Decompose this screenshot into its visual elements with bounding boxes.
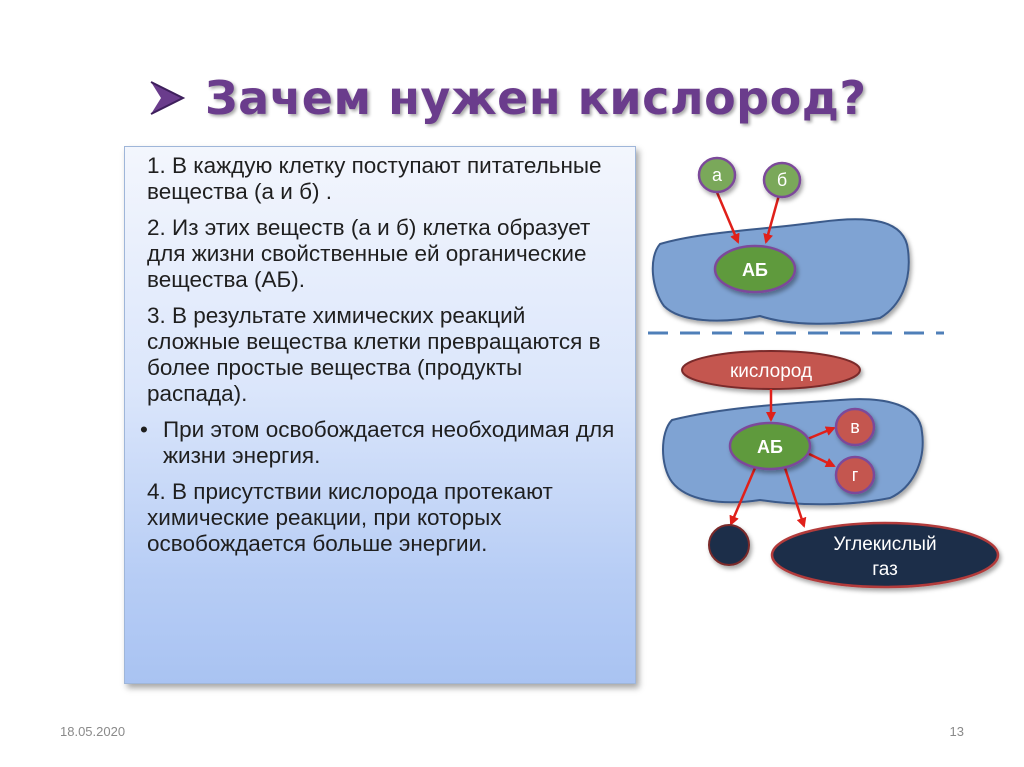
bullet-dot: • <box>140 417 148 442</box>
bullet-text: При этом освобождается необходимая для ж… <box>163 417 615 468</box>
node-g <box>834 455 876 495</box>
bullet-paragraph: • При этом освобождается необходимая для… <box>135 417 623 469</box>
explanation-text-box: 1. В каждую клетку поступают питательные… <box>124 146 636 684</box>
paragraph-1: 1. В каждую клетку поступают питательные… <box>147 153 602 204</box>
node-v-label: в <box>850 417 860 437</box>
node-b <box>762 161 802 199</box>
arrow-ab-to-v <box>804 426 836 442</box>
paragraph-4: 4. В присутствии кислорода протекают хим… <box>147 479 553 556</box>
node-ab-top <box>713 244 797 294</box>
slide-title-text: Зачем нужен кислород? <box>205 71 867 125</box>
oxygen-label: кислород <box>730 361 812 382</box>
node-a-label: а <box>712 165 723 185</box>
arrow-a-to-ab <box>714 189 740 244</box>
arrow-bullet-icon <box>150 81 186 115</box>
footer-page-number: 13 <box>949 724 964 739</box>
paragraph-3: 3. В результате химических реакций сложн… <box>147 303 601 406</box>
node-v <box>834 407 876 447</box>
dark-product-circle <box>708 524 750 566</box>
co2-label-line1: Углекислый <box>833 534 936 555</box>
co2-node <box>770 521 1000 589</box>
arrow-ab-to-co2 <box>783 467 807 528</box>
slide-title: Зачем нужен кислород? <box>145 58 905 138</box>
node-ab-bottom <box>728 421 812 471</box>
node-b-label: б <box>777 170 787 190</box>
arrow-ab-to-g <box>804 450 836 468</box>
node-a <box>697 156 737 194</box>
co2-label-line2: газ <box>872 559 898 580</box>
node-g-label: г <box>852 465 859 485</box>
footer-date: 18.05.2020 <box>60 724 126 739</box>
arrow-ab-to-dark-circle <box>729 467 757 526</box>
arrow-b-to-ab <box>763 194 781 244</box>
node-ab-top-label: АБ <box>742 260 768 280</box>
paragraph-2: 2. Из этих веществ (а и б) клетка образу… <box>147 215 591 292</box>
node-ab-bottom-label: АБ <box>757 437 783 457</box>
